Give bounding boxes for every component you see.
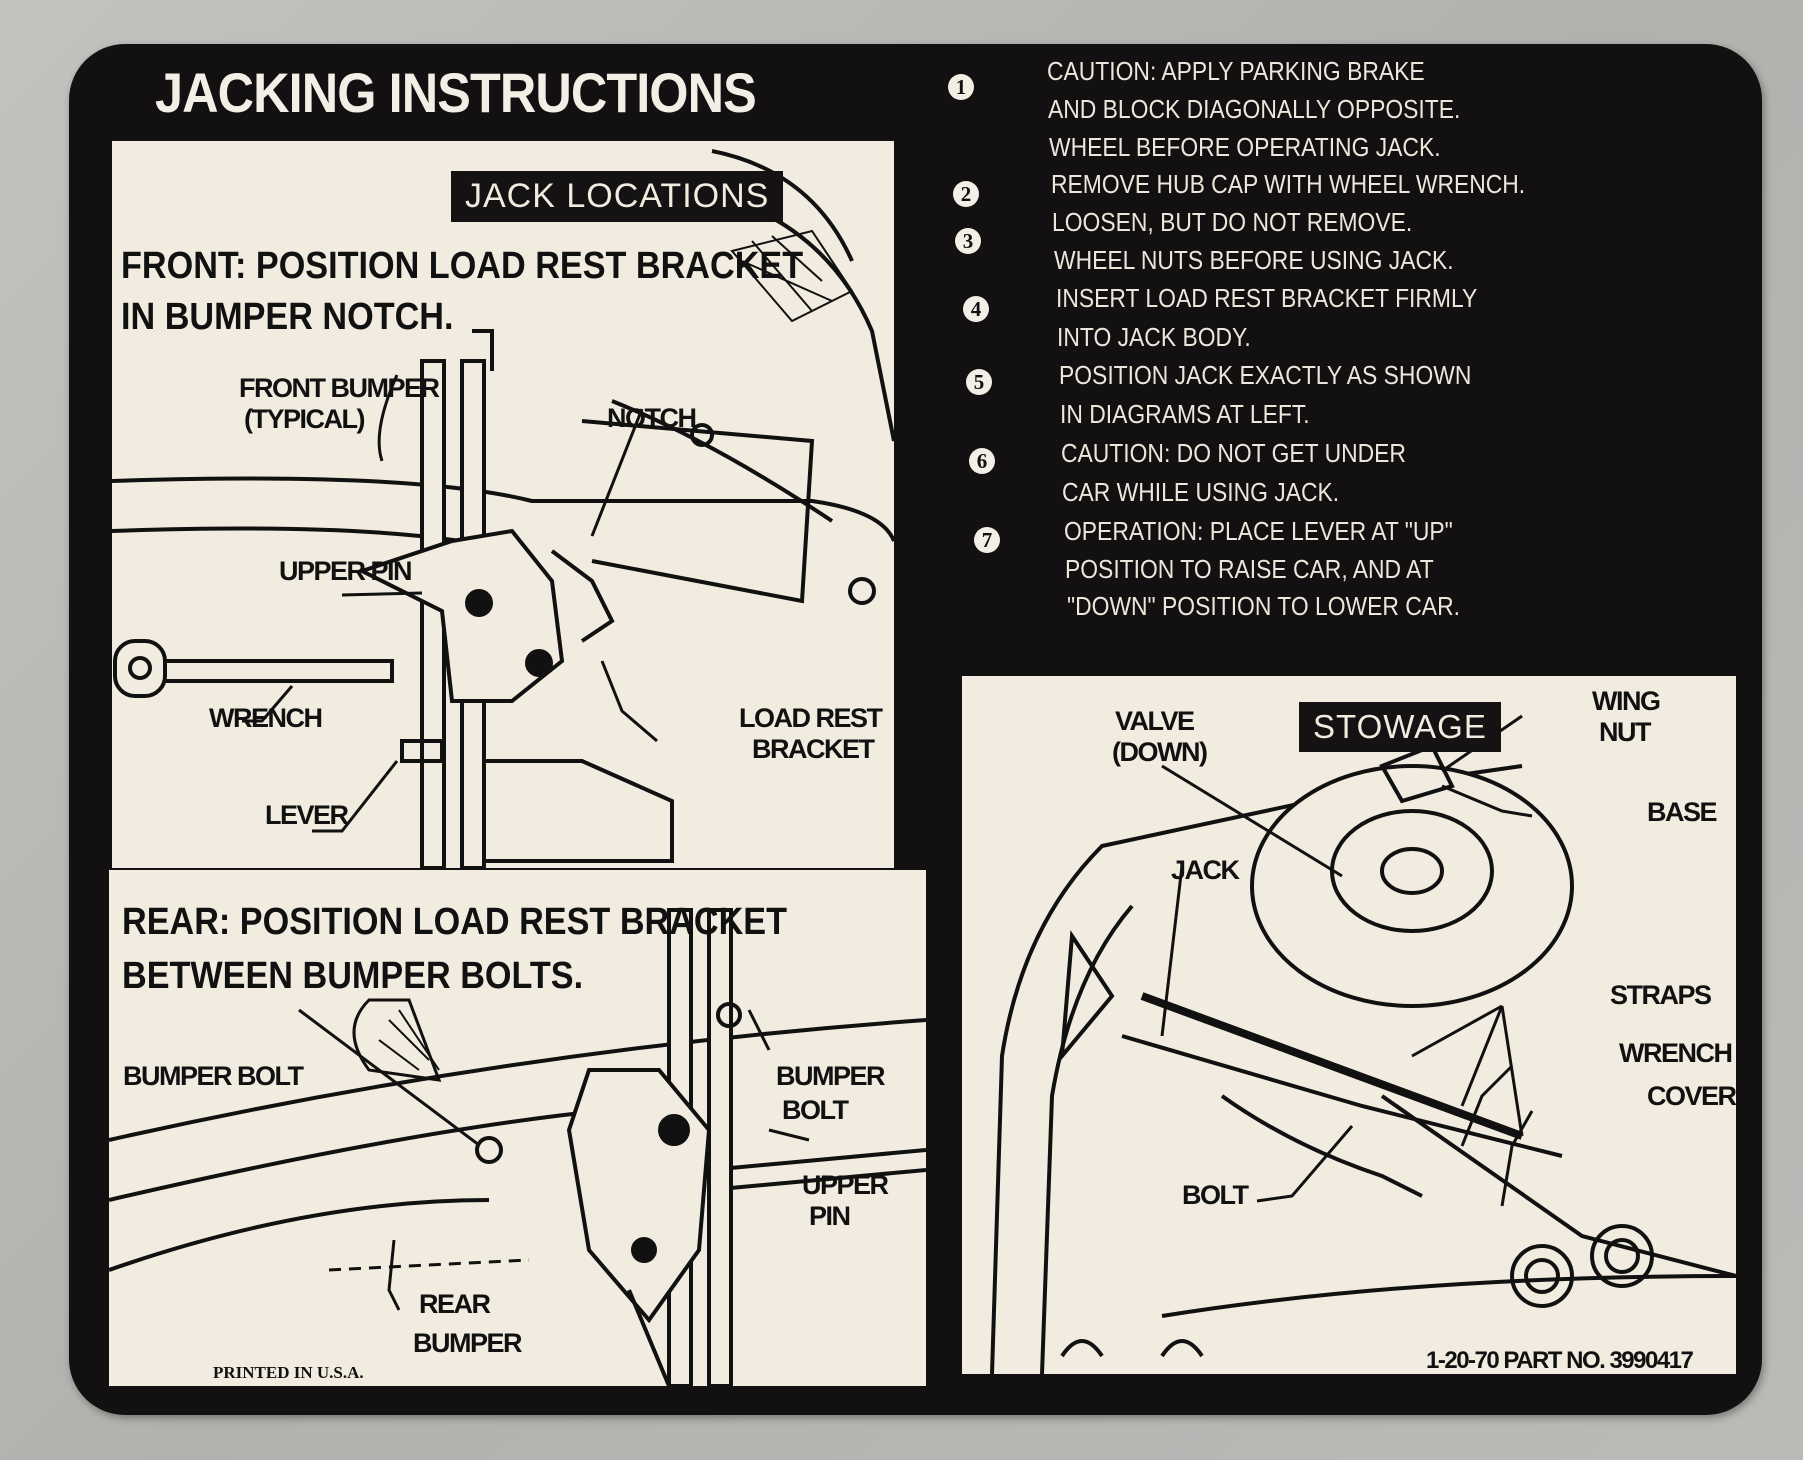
rear-instruction: REAR: POSITION LOAD REST BRACKET	[122, 901, 788, 943]
label-base: BASE	[1647, 797, 1718, 827]
label-wrench: WRENCH	[209, 703, 323, 733]
label-lever: LEVER	[265, 800, 349, 830]
front-instruction: IN BUMPER NOTCH.	[121, 296, 454, 338]
step-number-3: 3	[955, 228, 981, 254]
front-instruction: FRONT: POSITION LOAD REST BRACKET	[121, 245, 804, 287]
label-notch: NOTCH	[607, 403, 697, 433]
label-load-rest: LOAD REST	[739, 703, 883, 733]
step-number-4: 4	[963, 296, 989, 322]
front-jack-diagram	[112, 149, 894, 868]
label-wing-nut-2: NUT	[1599, 717, 1652, 747]
label-wing-nut: WING	[1592, 686, 1661, 716]
step-line: INTO JACK BODY.	[1057, 322, 1251, 352]
label-valve-down: (DOWN)	[1112, 737, 1208, 767]
label-front-bumper: FRONT BUMPER	[239, 373, 440, 403]
step-number-1: 1	[948, 74, 974, 100]
step-line: INSERT LOAD REST BRACKET FIRMLY	[1056, 283, 1478, 313]
step-number-6: 6	[969, 448, 995, 474]
label-bumper-bolt-left: BUMPER BOLT	[123, 1061, 304, 1091]
label-cover: COVER	[1647, 1081, 1736, 1111]
jacking-instructions-decal: JACKING INSTRUCTIONS 1 CAUTION: APPLY PA…	[69, 44, 1762, 1415]
step-line: WHEEL NUTS BEFORE USING JACK.	[1054, 245, 1454, 275]
step-line: WHEEL BEFORE OPERATING JACK.	[1049, 132, 1441, 162]
step-line: POSITION JACK EXACTLY AS SHOWN	[1059, 360, 1472, 390]
rear-jack-location-panel: REAR: POSITION LOAD REST BRACKET BETWEEN…	[109, 870, 926, 1386]
label-jack: JACK	[1171, 855, 1240, 885]
step-line: REMOVE HUB CAP WITH WHEEL WRENCH.	[1051, 169, 1526, 199]
label-wrench: WRENCH	[1619, 1038, 1733, 1068]
step-number-7: 7	[974, 527, 1000, 553]
step-line: POSITION TO RAISE CAR, AND AT	[1065, 554, 1434, 584]
label-upper-pin-2: PIN	[809, 1201, 851, 1231]
label-rear-bumper: REAR	[419, 1289, 491, 1319]
step-line: IN DIAGRAMS AT LEFT.	[1060, 399, 1310, 429]
label-bracket: BRACKET	[752, 734, 875, 764]
label-rear-bumper-2: BUMPER	[413, 1328, 523, 1358]
step-line: "DOWN" POSITION TO LOWER CAR.	[1067, 591, 1460, 621]
step-line: LOOSEN, BUT DO NOT REMOVE.	[1052, 207, 1413, 237]
stowage-header: STOWAGE	[1299, 702, 1501, 752]
label-upper-pin: UPPER PIN	[279, 556, 413, 586]
label-typical: (TYPICAL)	[244, 404, 365, 434]
step-line: AND BLOCK DIAGONALLY OPPOSITE.	[1048, 94, 1461, 124]
front-jack-location-panel: JACK LOCATIONS FRONT: POSITION LOAD REST…	[112, 141, 894, 868]
step-line: CAUTION: APPLY PARKING BRAKE	[1047, 56, 1425, 86]
label-valve: VALVE	[1115, 706, 1195, 736]
step-number-2: 2	[953, 181, 979, 207]
label-upper-pin: UPPER	[802, 1170, 889, 1200]
label-straps: STRAPS	[1610, 980, 1712, 1010]
step-line: CAR WHILE USING JACK.	[1062, 477, 1340, 507]
rear-jack-diagram	[109, 908, 926, 1386]
label-bumper-bolt-right-2: BOLT	[782, 1095, 849, 1125]
step-line: OPERATION: PLACE LEVER AT "UP"	[1064, 516, 1453, 546]
step-number-5: 5	[966, 369, 992, 395]
label-bumper-bolt-right: BUMPER	[776, 1061, 886, 1091]
step-line: CAUTION: DO NOT GET UNDER	[1061, 438, 1406, 468]
stowage-panel: STOWAGE VALVE (DOWN) WING NUT BASE JACK …	[962, 676, 1736, 1374]
rear-instruction: BETWEEN BUMPER BOLTS.	[122, 955, 584, 997]
part-number: 1-20-70 PART NO. 3990417	[1426, 1347, 1694, 1374]
stowage-diagram	[990, 714, 1736, 1374]
decal-title: JACKING INSTRUCTIONS	[155, 61, 757, 124]
printed-in-usa: PRINTED IN U.S.A.	[213, 1363, 364, 1382]
label-bolt: BOLT	[1182, 1180, 1249, 1210]
jack-locations-header: JACK LOCATIONS	[451, 171, 784, 222]
